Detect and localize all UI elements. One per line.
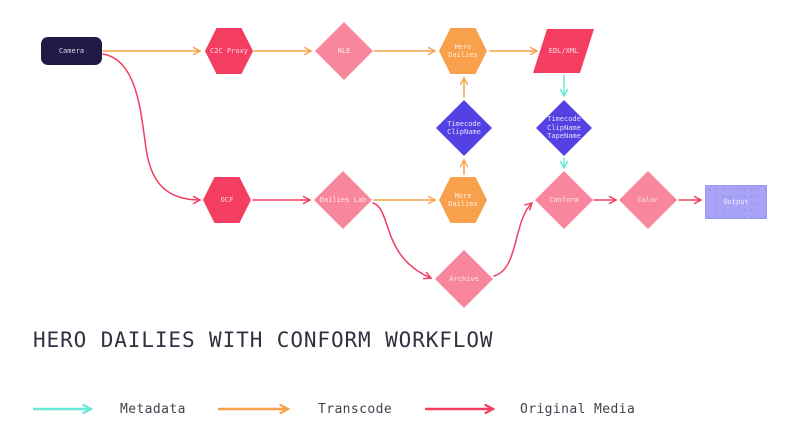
node-conform-label: Conform xyxy=(549,195,579,204)
node-dailies-lab-label: Dailies Lab xyxy=(319,195,367,204)
legend-transcode-label: Transcode xyxy=(318,402,393,417)
node-timecode-clipname-tapename-label: Timecode ClipName TapeName xyxy=(547,115,581,141)
node-nle-label: NLE xyxy=(337,46,351,55)
node-edl-xml-label: EDL/XML xyxy=(548,46,579,55)
edge-archive-conform xyxy=(493,201,534,277)
legend-original-media-label: Original Media xyxy=(520,402,636,417)
node-hero-dailies-label: Hero Dailies xyxy=(448,42,478,60)
legend-metadata-arrow-icon xyxy=(33,403,103,415)
legend-transcode-arrow-icon xyxy=(218,403,300,415)
node-ocf-label: OCF xyxy=(220,195,234,204)
node-output-label: Output xyxy=(723,197,749,206)
node-more-dailies: More Dailies xyxy=(439,177,487,223)
legend-original-media-arrow-icon xyxy=(425,403,507,415)
node-archive-label: Archive xyxy=(449,274,479,283)
node-c2c-proxy-label: C2C Proxy xyxy=(210,46,248,55)
legend-metadata-label: Metadata xyxy=(120,402,186,417)
node-color-label: Color xyxy=(637,195,659,204)
node-c2c-proxy: C2C Proxy xyxy=(205,28,253,74)
node-hero-dailies: Hero Dailies xyxy=(439,28,487,74)
node-camera-label: Camera xyxy=(58,46,85,55)
node-more-dailies-label: More Dailies xyxy=(448,191,478,209)
edge-camera-ocf xyxy=(102,53,202,205)
node-output: Output xyxy=(705,185,767,219)
edge-dailieslab-archive xyxy=(372,202,433,280)
node-camera: Camera xyxy=(41,37,102,65)
node-timecode-clipname-label: Timecode ClipName xyxy=(447,119,481,137)
diagram-title: HERO DAILIES WITH CONFORM WORKFLOW xyxy=(33,328,494,352)
node-ocf: OCF xyxy=(203,177,251,223)
